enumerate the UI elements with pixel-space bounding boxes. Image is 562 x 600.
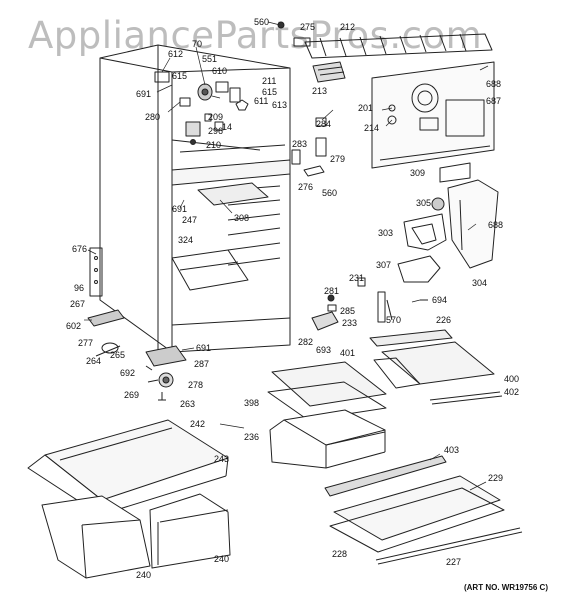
- label-602: 602: [66, 321, 81, 331]
- label-247: 247: [182, 215, 197, 225]
- top-shelf: [304, 33, 493, 83]
- label-676: 676: [72, 244, 87, 254]
- label-400: 400: [504, 374, 519, 384]
- label-401: 401: [340, 348, 355, 358]
- label-264: 264: [86, 356, 101, 366]
- part-labels: 560 275 212 70 612 551 615 610 691 211 6…: [66, 17, 519, 580]
- label-210: 210: [206, 140, 221, 150]
- art-number: (ART NO. WR19756 C): [463, 583, 548, 592]
- label-263: 263: [180, 399, 195, 409]
- label-214: 214: [364, 123, 379, 133]
- label-276: 276: [298, 182, 313, 192]
- label-692: 692: [120, 368, 135, 378]
- label-615a: 615: [172, 71, 187, 81]
- label-96: 96: [74, 283, 84, 293]
- label-240b: 240: [214, 554, 229, 564]
- label-285: 285: [340, 306, 355, 316]
- label-228: 228: [332, 549, 347, 559]
- label-324: 324: [178, 235, 193, 245]
- label-309: 309: [410, 168, 425, 178]
- label-560b: 560: [322, 188, 337, 198]
- label-303: 303: [378, 228, 393, 238]
- label-691c: 691: [196, 343, 211, 353]
- label-693: 693: [316, 345, 331, 355]
- label-691a: 691: [136, 89, 151, 99]
- label-236: 236: [244, 432, 259, 442]
- label-280: 280: [145, 112, 160, 122]
- crisper-drawers: [27, 419, 231, 579]
- label-560a: 560: [254, 17, 269, 27]
- label-240a: 240: [136, 570, 151, 580]
- label-227: 227: [446, 557, 461, 567]
- label-70: 70: [192, 39, 202, 49]
- label-279: 279: [330, 154, 345, 164]
- label-201: 201: [358, 103, 373, 113]
- label-211: 211: [262, 76, 276, 86]
- label-687: 687: [486, 96, 501, 106]
- label-403: 403: [444, 445, 459, 455]
- label-269: 269: [124, 390, 139, 400]
- label-402: 402: [504, 387, 519, 397]
- watermark: AppliancePartsPros.com: [28, 14, 483, 57]
- label-304: 304: [472, 278, 487, 288]
- label-691b: 691: [172, 204, 187, 214]
- label-231: 231: [349, 273, 364, 283]
- label-284: 284: [316, 119, 331, 129]
- label-694: 694: [432, 295, 447, 305]
- label-242: 242: [190, 419, 205, 429]
- bottom-right-shelf: [324, 455, 523, 565]
- label-282: 282: [298, 337, 313, 347]
- label-613: 613: [272, 100, 287, 110]
- label-688b: 688: [488, 220, 503, 230]
- label-281: 281: [324, 286, 339, 296]
- label-398: 398: [244, 398, 259, 408]
- label-570: 570: [386, 315, 401, 325]
- label-277: 277: [78, 338, 93, 348]
- label-287: 287: [194, 359, 209, 369]
- evaporator-cover: [371, 61, 495, 183]
- dispenser-parts: [311, 179, 499, 331]
- label-283: 283: [292, 139, 307, 149]
- label-267: 267: [70, 299, 85, 309]
- label-209: 209: [208, 112, 223, 122]
- label-610: 610: [212, 66, 227, 76]
- label-615b: 615: [262, 87, 277, 97]
- center-parts: [277, 21, 327, 177]
- label-265: 265: [110, 350, 125, 360]
- label-308: 308: [234, 213, 249, 223]
- label-275: 275: [300, 22, 315, 32]
- label-213: 213: [312, 86, 327, 96]
- label-307: 307: [376, 260, 391, 270]
- label-278: 278: [188, 380, 203, 390]
- label-233: 233: [342, 318, 357, 328]
- cabinet: [89, 44, 291, 353]
- label-229: 229: [488, 473, 503, 483]
- leader-lines: [84, 21, 489, 491]
- lower-left-parts: [87, 309, 187, 401]
- label-688a: 688: [486, 79, 501, 89]
- label-305: 305: [416, 198, 431, 208]
- label-611: 611: [254, 96, 268, 106]
- label-296: 296: [208, 126, 223, 136]
- right-shelves: [267, 329, 503, 469]
- label-612: 612: [168, 49, 183, 59]
- label-551: 551: [202, 54, 217, 64]
- label-226: 226: [436, 315, 451, 325]
- label-14: 14: [222, 122, 232, 132]
- label-212: 212: [340, 22, 355, 32]
- label-243: 243: [214, 454, 229, 464]
